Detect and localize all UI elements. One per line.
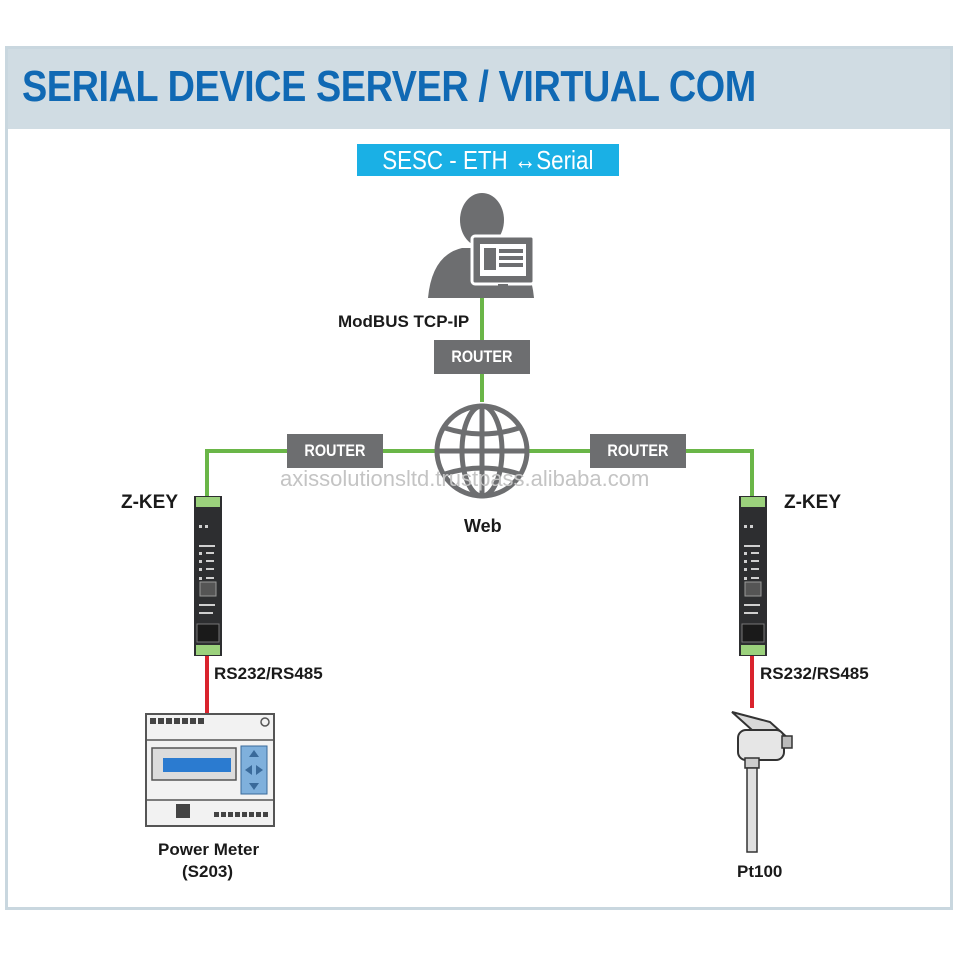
zkey-left-label: Z-KEY bbox=[121, 492, 178, 513]
router-right: ROUTER bbox=[590, 434, 686, 468]
power-meter-device bbox=[145, 713, 275, 827]
power-meter-model-label: (S203) bbox=[182, 862, 234, 881]
web-label: Web bbox=[464, 516, 502, 536]
router-top: ROUTER bbox=[434, 340, 530, 374]
header-bar bbox=[8, 49, 950, 129]
page-title: SERIAL DEVICE SERVER / VIRTUAL COM bbox=[22, 62, 756, 111]
user-workstation-icon bbox=[428, 193, 536, 298]
router-right-label: ROUTER bbox=[607, 441, 669, 460]
modbus-label: ModBUS TCP-IP bbox=[338, 312, 470, 331]
rs-left-label: RS232/RS485 bbox=[214, 664, 323, 683]
watermark-text: axissolutionsltd.trustpass.alibaba.com bbox=[280, 466, 650, 491]
globe-icon bbox=[434, 403, 530, 499]
zkey-right-device bbox=[739, 496, 767, 656]
router-left-label: ROUTER bbox=[304, 441, 366, 460]
subtitle-badge: SESC - ETH ↔Serial bbox=[357, 144, 619, 176]
pt100-sensor-device bbox=[731, 711, 793, 853]
subtitle-text: SESC - ETH ↔Serial bbox=[382, 145, 594, 175]
rs-right-label: RS232/RS485 bbox=[760, 664, 869, 683]
router-left: ROUTER bbox=[287, 434, 383, 468]
pt100-label: Pt100 bbox=[737, 862, 783, 881]
router-top-label: ROUTER bbox=[451, 347, 513, 366]
zkey-left-device bbox=[194, 496, 222, 656]
power-meter-label: Power Meter bbox=[158, 840, 260, 859]
zkey-right-label: Z-KEY bbox=[784, 492, 841, 513]
